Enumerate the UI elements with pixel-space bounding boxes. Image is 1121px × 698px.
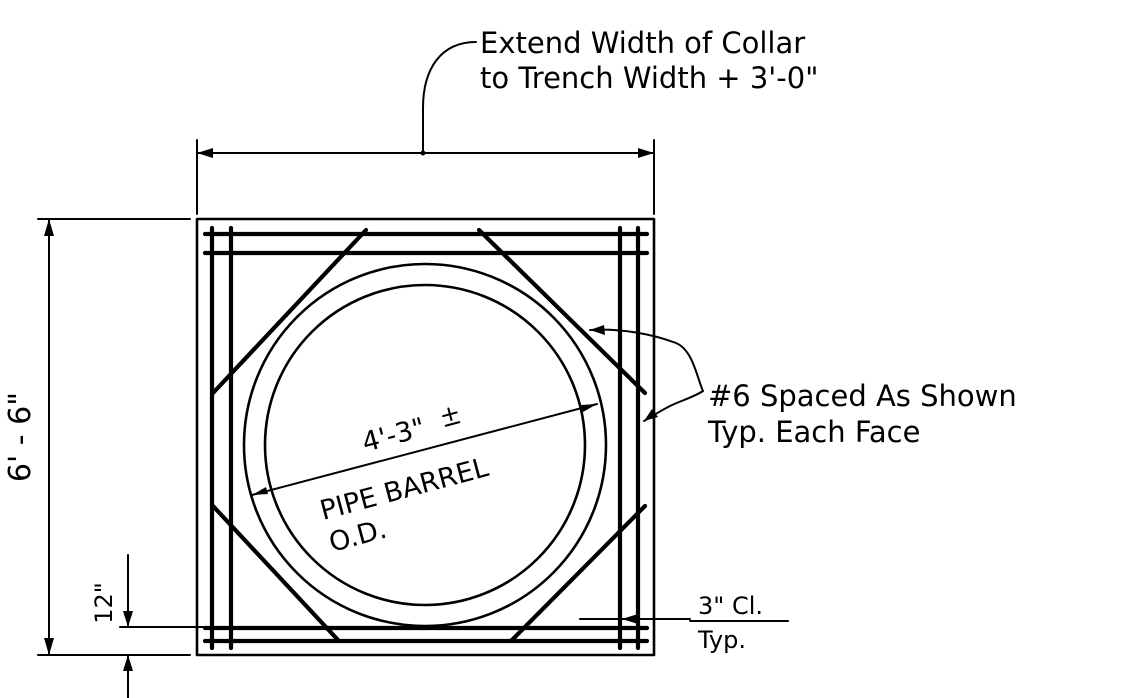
rebar-callout-leaders — [589, 325, 704, 422]
width-arrow-left — [197, 148, 213, 158]
diag-bar-bl — [210, 503, 341, 643]
diameter-arrow-right — [581, 404, 597, 412]
rebar-note-line2: Typ. Each Face — [707, 415, 920, 449]
pipe-inner-circle — [263, 283, 587, 607]
collar-note-line1: Extend Width of Collar — [480, 26, 805, 60]
collar-note-line2: to Trench Width + 3'-0" — [480, 61, 819, 95]
cover-callout — [579, 614, 789, 624]
rebar-note-line1: #6 Spaced As Shown — [708, 379, 1017, 413]
plus-minus-icon — [442, 407, 461, 427]
diag-bar-br — [509, 503, 648, 643]
cover-note-line2: Typ. — [697, 626, 746, 654]
pipe-barrel-label: PIPE BARREL — [317, 452, 492, 527]
width-arrow-right — [638, 148, 654, 158]
offset-arrow-up — [123, 655, 133, 671]
width-dimension — [196, 41, 655, 215]
diameter-dimension — [251, 403, 598, 496]
height-label: 6' - 6" — [3, 392, 38, 482]
height-arrow-top — [44, 219, 54, 236]
offset-dimension — [119, 554, 373, 698]
pipe-outer-circle — [242, 262, 608, 628]
diag-bar-tr — [476, 227, 648, 396]
height-dimension — [37, 218, 191, 656]
rebar-arrow-lower — [644, 409, 658, 421]
rebar-arrow-upper — [590, 325, 605, 335]
diameter-arrow-left — [252, 487, 268, 495]
collar-outline — [195, 217, 656, 657]
diagonal-bars — [210, 227, 648, 643]
height-arrow-bottom — [44, 638, 54, 655]
offset-arrow-down — [123, 611, 133, 627]
rebar-grid — [202, 225, 650, 651]
collar-note-leader — [422, 41, 477, 154]
diag-bar-tl — [210, 227, 369, 396]
cover-arrow — [622, 614, 638, 624]
offset-label: 12" — [90, 582, 118, 624]
cover-note-line1: 3" Cl. — [698, 592, 763, 620]
